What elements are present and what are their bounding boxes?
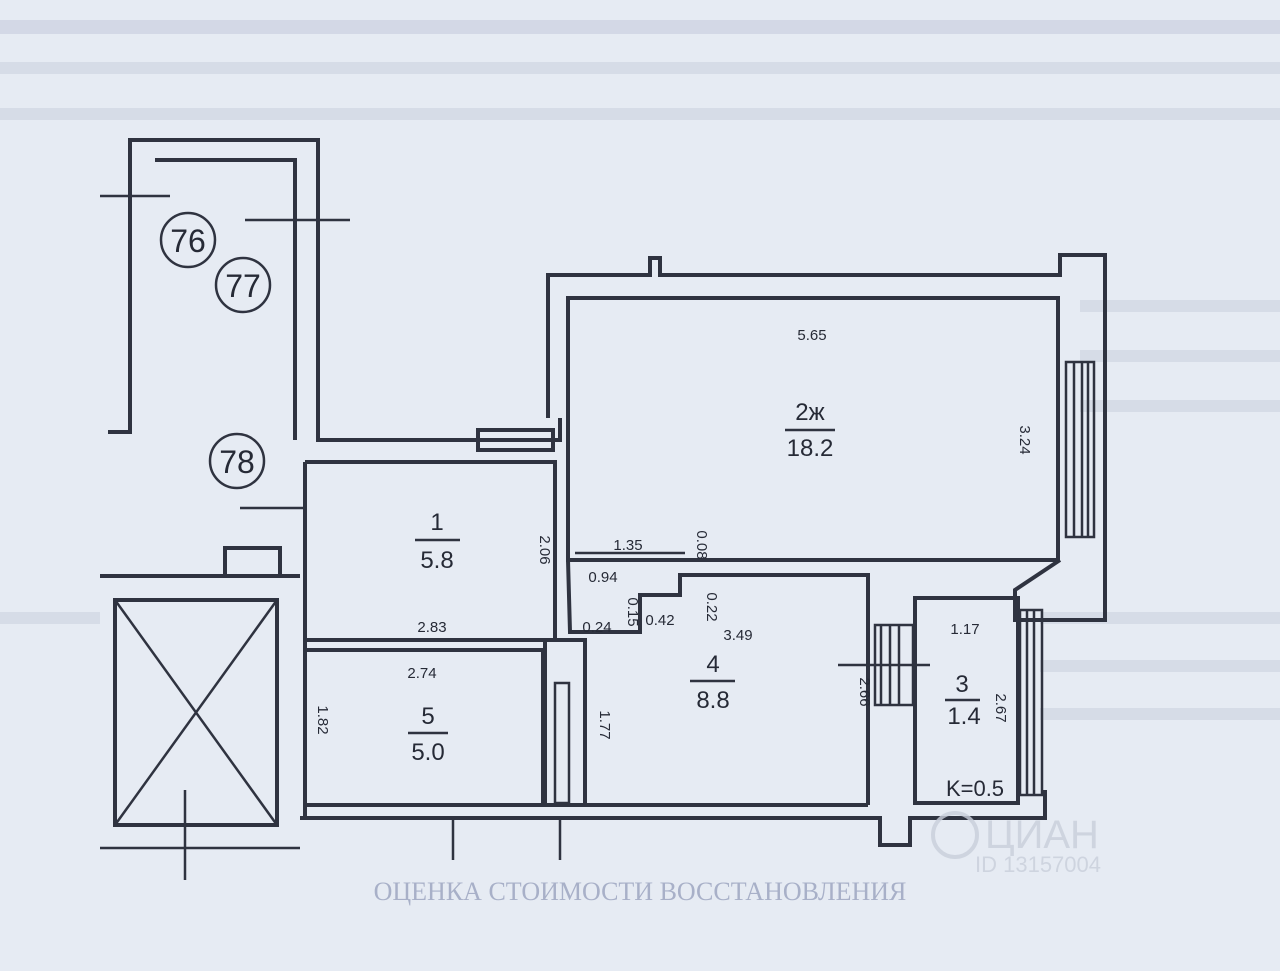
watermark: ЦИАН ID 13157004 <box>931 811 1101 877</box>
coefficient-label: K=0.5 <box>946 776 1004 801</box>
apartment-78-circle <box>208 432 266 490</box>
room-5-number: 5 <box>421 703 434 730</box>
apartment-78-label: 78 <box>219 444 255 480</box>
footer-heading: ОЦЕНКА СТОИМОСТИ ВОССТАНОВЛЕНИЯ <box>374 877 907 906</box>
room-3-area: 1.4 <box>947 703 980 730</box>
elevator-shaft <box>100 598 300 880</box>
room-2-area: 18.2 <box>787 435 834 462</box>
room-1-number: 1 <box>430 509 443 536</box>
dim-0-24: 0.24 <box>582 619 611 636</box>
dim-1-77: 1.77 <box>596 710 613 739</box>
dim-2-06: 2.06 <box>536 535 553 564</box>
apartment-77-circle <box>214 256 272 314</box>
room-3-number: 3 <box>955 671 968 698</box>
apartment-77-label: 77 <box>225 268 261 304</box>
dim-2-66: 2.66 <box>856 677 873 706</box>
cian-logo-icon <box>931 811 979 859</box>
room-2-number: 2ж <box>795 399 824 426</box>
dim-0-22: 0.22 <box>703 592 720 621</box>
dim-1-82: 1.82 <box>314 705 331 734</box>
room-4-number: 4 <box>706 651 719 678</box>
dim-2-67: 2.67 <box>992 693 1009 722</box>
dim-3-24: 3.24 <box>1016 425 1033 454</box>
watermark-brand: ЦИАН <box>985 813 1099 857</box>
room-5-area: 5.0 <box>411 739 444 766</box>
dim-1-17: 1.17 <box>950 621 979 638</box>
room-labels: 2ж 18.2 1 5.8 5 5.0 4 8.8 3 1.4 K=0.5 <box>408 399 1004 801</box>
dim-0-15: 0.15 <box>624 597 641 626</box>
dim-5-65: 5.65 <box>797 327 826 344</box>
apartment-76-circle <box>159 211 217 269</box>
room-1-area: 5.8 <box>420 547 453 574</box>
dim-0-42: 0.42 <box>645 612 674 629</box>
apartment-walls <box>300 253 1107 860</box>
dim-0-08: 0.08 <box>693 530 710 559</box>
corridor-walls <box>100 138 562 578</box>
apartment-markers: 76 77 78 <box>159 211 272 490</box>
watermark-id: ID 13157004 <box>975 852 1101 877</box>
dim-1-35: 1.35 <box>613 537 642 554</box>
background-page-lines <box>0 20 1280 720</box>
dim-0-94: 0.94 <box>588 569 617 586</box>
room-4-area: 8.8 <box>696 687 729 714</box>
dim-2-83: 2.83 <box>417 619 446 636</box>
dim-2-74: 2.74 <box>407 665 436 682</box>
apartment-76-label: 76 <box>170 223 206 259</box>
dim-3-49: 3.49 <box>723 627 752 644</box>
dimension-labels: 5.65 3.24 1.35 0.08 0.94 0.24 0.15 0.42 … <box>314 327 1033 740</box>
